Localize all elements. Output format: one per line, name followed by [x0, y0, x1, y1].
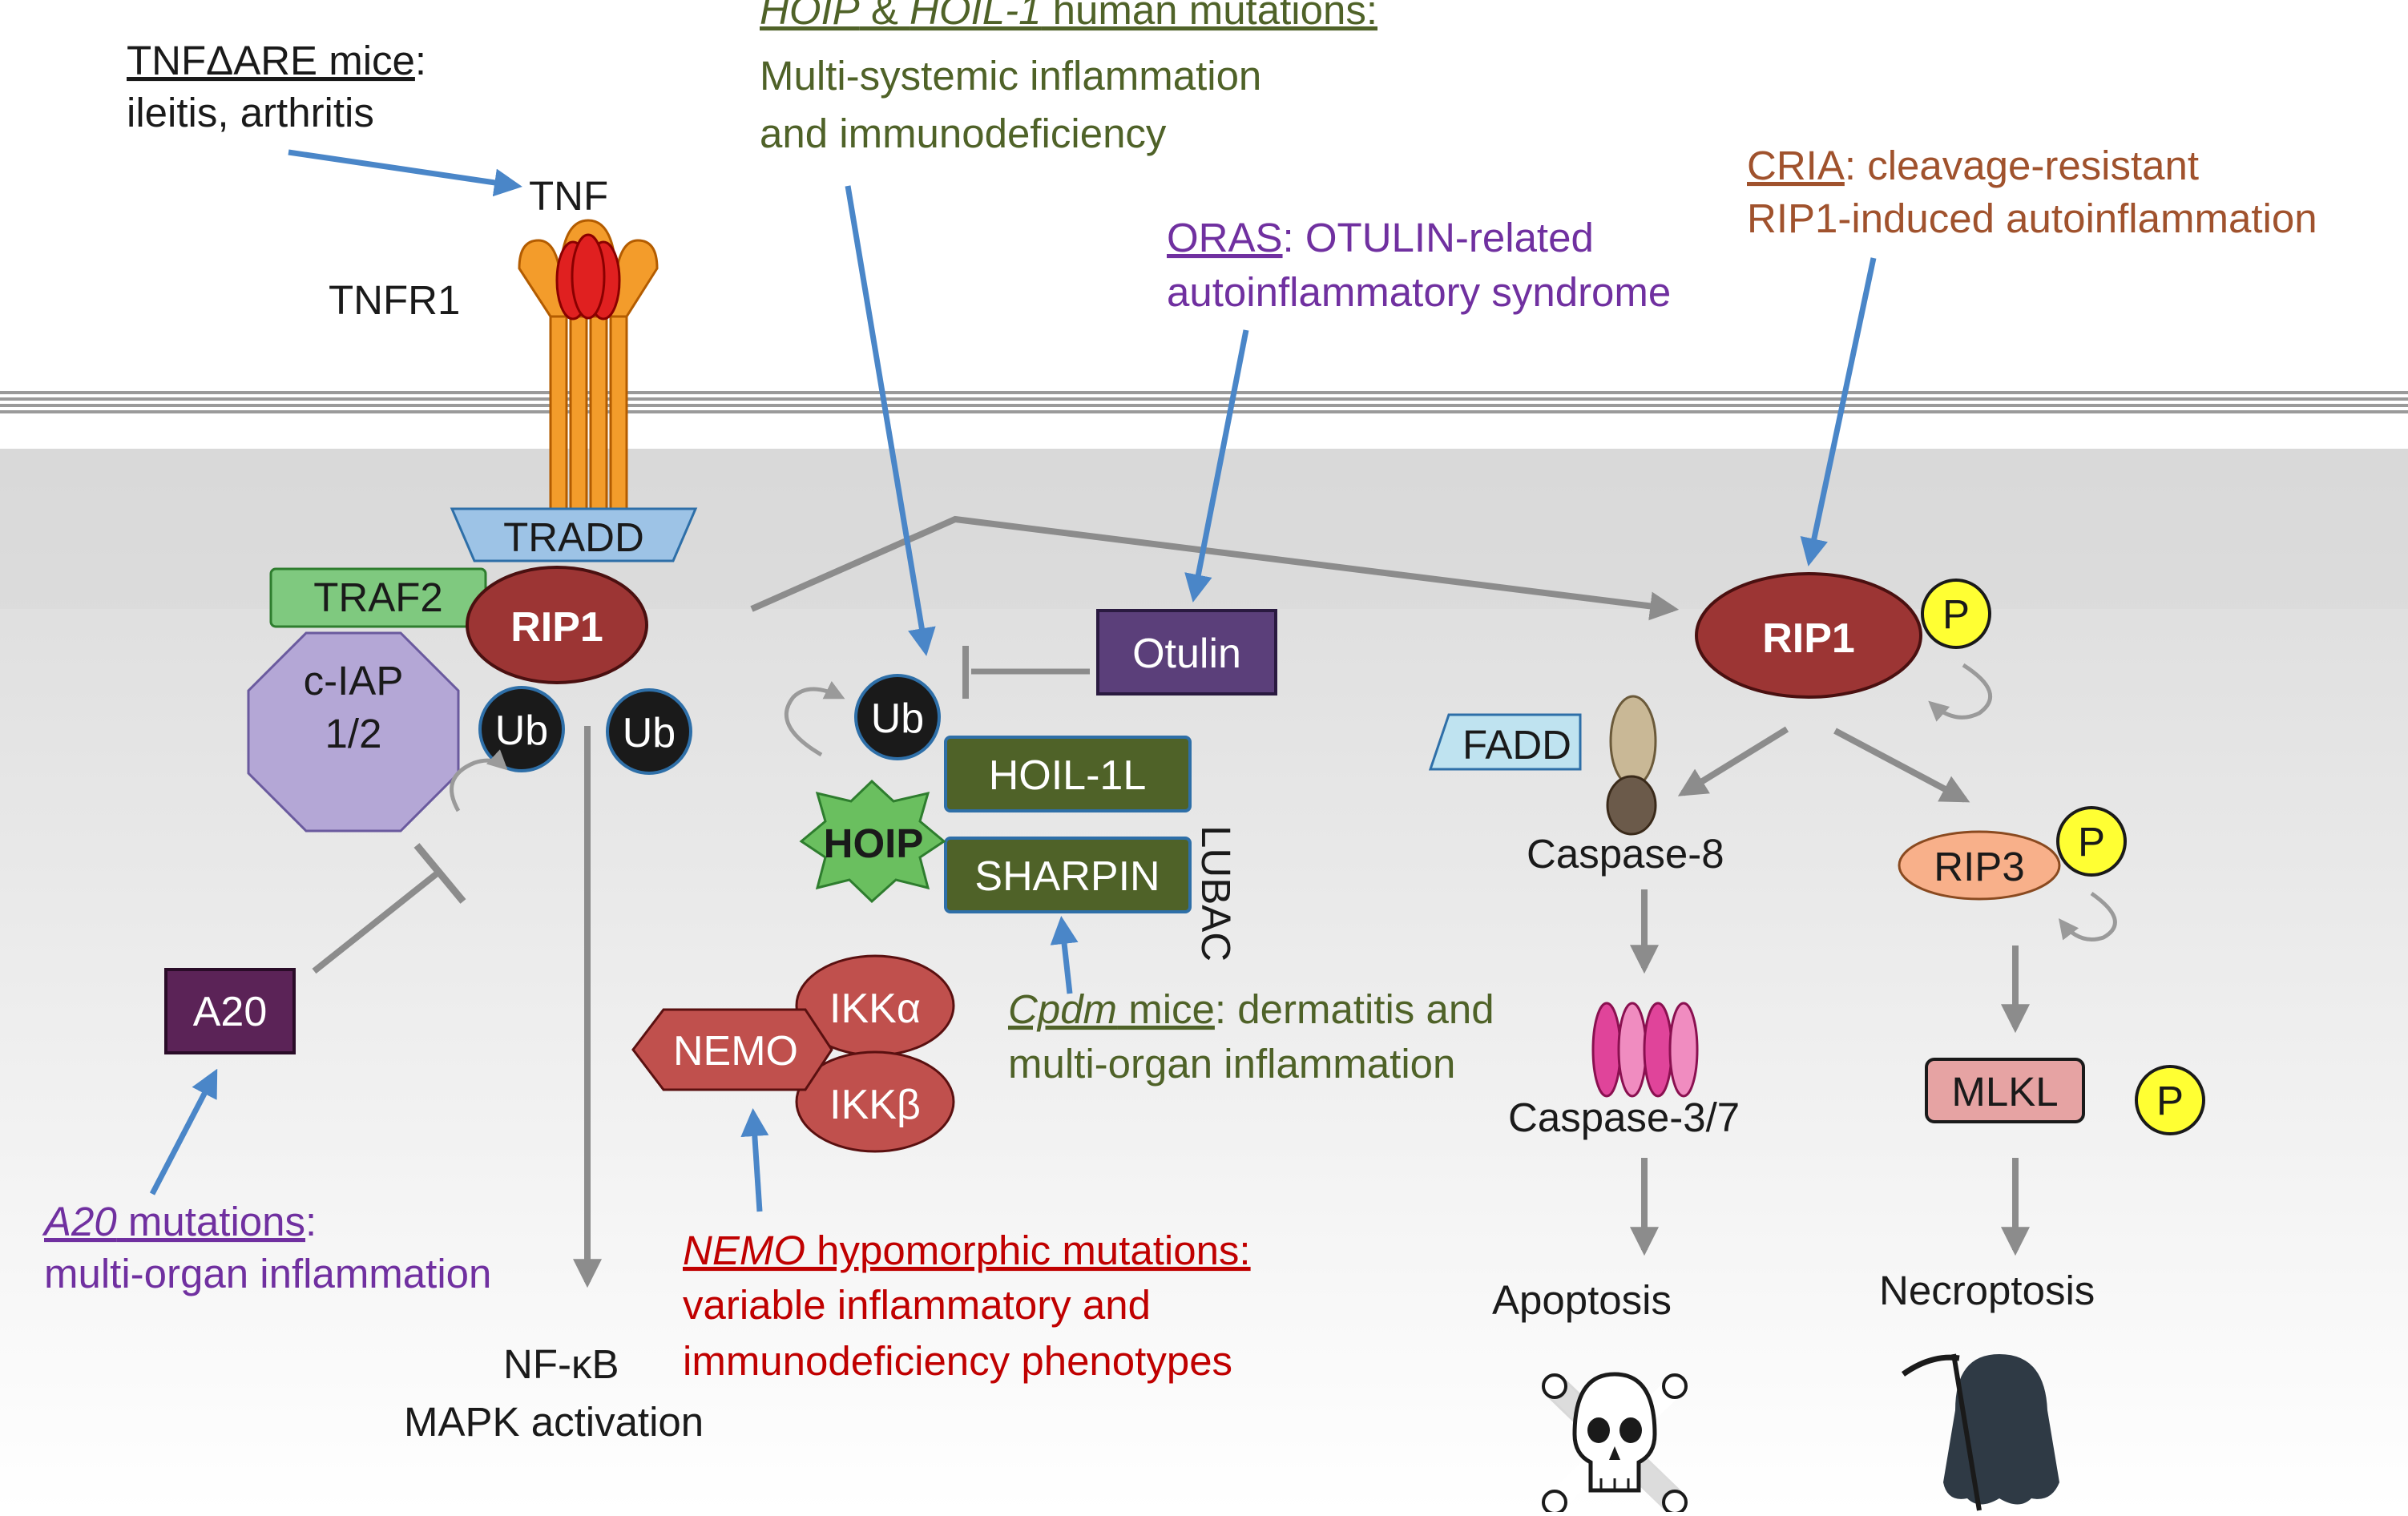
cria-desc: RIP1-induced autoinflammation [1747, 196, 2317, 241]
a20-mut-arrow [149, 1068, 218, 1195]
a20-box [164, 968, 296, 1054]
sharpin-box [944, 837, 1192, 913]
rip3-phospho-circle [2056, 806, 2127, 877]
mapk-label: MAPK activation [404, 1399, 704, 1445]
hoil1l-label: HOIL-1L [989, 752, 1147, 799]
hoip-star [799, 779, 946, 904]
tnf-are-title: TNFΔARE mice: [127, 38, 426, 83]
complex1-to-rip1-arrow [750, 515, 1680, 621]
a20-mut-desc: multi-organ inflammation [44, 1251, 491, 1296]
cpdm-desc: multi-organ inflammation [1008, 1041, 1455, 1087]
tnf-label: TNF [529, 173, 608, 219]
hoip-hoil-desc-1: Multi-systemic inflammation [760, 53, 1261, 99]
oras-title: ORAS: OTULIN-related [1167, 215, 1594, 260]
cria-arrow [1800, 257, 1877, 566]
nemo-label: NEMO [673, 1028, 798, 1075]
a20-inhibit-line [312, 869, 442, 974]
lubac-ub-circle [854, 674, 941, 760]
otulin-box [1096, 609, 1277, 696]
a20-mut-title: A20 mutations: [42, 1199, 317, 1244]
cell-membrane [0, 391, 2408, 413]
rip1-complex1-ellipse [466, 566, 648, 684]
tnfr1-label: TNFR1 [329, 277, 460, 323]
fadd-label: FADD [1462, 722, 1571, 768]
necroptosis-label: Necroptosis [1879, 1268, 2095, 1313]
tradd-shape [450, 507, 698, 562]
rip1-autophos-arrow [1928, 663, 1993, 722]
caspase8-body [1606, 775, 1657, 836]
ciap-label-line2: 1/2 [325, 711, 382, 756]
tnf-are-desc: ileitis, arthritis [127, 90, 374, 135]
rip3-autophos-arrow [2058, 891, 2117, 941]
ikkb-ellipse [795, 1050, 955, 1153]
otulin-label: Otulin [1132, 631, 1241, 677]
a20-inhibit-bar [413, 843, 466, 904]
ub-label-2: Ub [623, 710, 676, 756]
nfkb-label: NF-κB [503, 1341, 619, 1387]
tnf-are-arrow [288, 149, 522, 197]
hoip-hoil-title: HOIP & HOIL-1 human mutations: [760, 0, 1377, 33]
hoil1l-box [944, 736, 1192, 812]
ciap-label-line1: c-IAP [304, 658, 404, 704]
skull-crossbones-icon [1542, 1372, 1688, 1515]
caspase8-prodomain [1609, 695, 1657, 788]
caspase37-shape [1591, 1002, 1699, 1098]
ub-label-1: Ub [495, 708, 548, 754]
rip1-complex2-label: RIP1 [1762, 615, 1855, 662]
traf2-label: TRAF2 [313, 575, 443, 620]
cpdm-title: Cpdm mice: dermatitis and [1008, 986, 1494, 1032]
mlkl-box [1925, 1058, 2085, 1123]
sharpin-label: SHARPIN [974, 853, 1160, 900]
nemo-mut-desc-2: immunodeficiency phenotypes [683, 1338, 1232, 1384]
rip3-label: RIP3 [1934, 844, 2024, 889]
mlkl-phospho-circle [2135, 1065, 2205, 1135]
hoip-hoil-desc-2: and immunodeficiency [760, 111, 1167, 156]
mlkl-label: MLKL [1951, 1069, 2058, 1115]
cpdm-arrow [1050, 916, 1079, 994]
lubac-ub-label: Ub [871, 696, 924, 742]
rip3-phospho-label: P [2078, 819, 2105, 865]
caspase8-label: Caspase-8 [1527, 831, 1724, 877]
oras-desc: autoinflammatory syndrome [1167, 269, 1671, 315]
apoptosis-label: Apoptosis [1492, 1277, 1672, 1323]
nemo-mut-arrow [740, 1108, 769, 1212]
rip3-ellipse [1898, 830, 2061, 901]
rip1-to-rip3-arrow [1833, 728, 1970, 803]
nemo-mut-desc-1: variable inflammatory and [683, 1282, 1151, 1328]
ub-cycle-arrow-1 [450, 749, 508, 812]
tnfr1-receptor [518, 219, 659, 514]
tradd-label: TRADD [503, 514, 644, 560]
nemo-shape [631, 1008, 833, 1091]
cria-title: CRIA: cleavage-resistant [1747, 143, 2199, 188]
rip1-complex2-ellipse [1695, 572, 1922, 699]
rip1-phospho-circle [1921, 579, 1991, 649]
a20-label: A20 [193, 989, 268, 1035]
oras-arrow [1184, 329, 1249, 603]
hoip-hoil-arrow [845, 185, 936, 656]
hoip-label: HOIP [824, 820, 924, 866]
ikkb-label: IKKβ [829, 1082, 921, 1128]
grim-reaper-icon [1901, 1353, 2059, 1511]
mlkl-phospho-label: P [2156, 1078, 2184, 1123]
lubac-label: LUBAC [1193, 825, 1239, 962]
lubac-ub-cycle-arrow [784, 680, 845, 757]
ciap-octagon [247, 631, 460, 833]
rip1-phospho-label: P [1942, 591, 1970, 637]
nemo-mut-title: NEMO hypomorphic mutations: [683, 1228, 1251, 1273]
rip1-to-caspase8-arrow [1677, 726, 1789, 796]
caspase37-label: Caspase-3/7 [1508, 1095, 1740, 1140]
ub-circle-2 [606, 688, 692, 775]
tnf-ligand [555, 233, 621, 321]
rip1-complex1-label: RIP1 [510, 604, 603, 651]
ikka-label: IKKα [829, 986, 921, 1032]
fadd-shape [1428, 713, 1582, 771]
